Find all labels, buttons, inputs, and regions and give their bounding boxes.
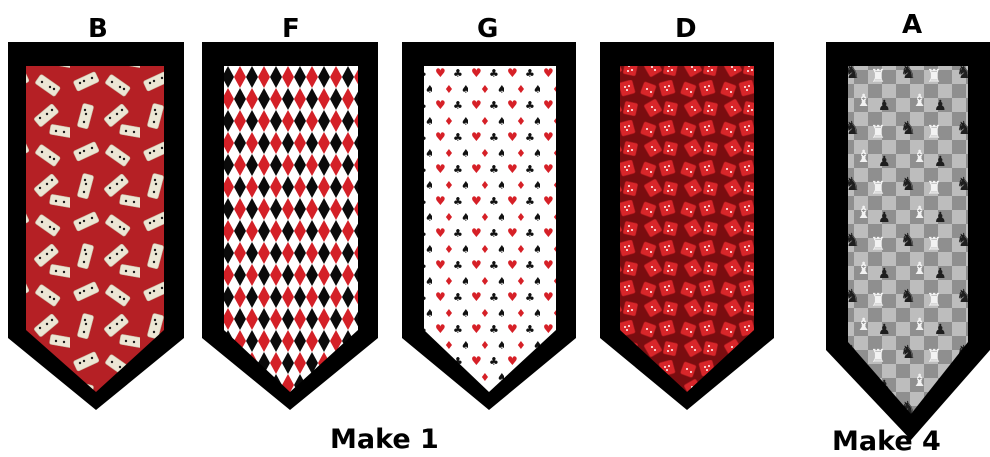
pennant-f-label: F [282,16,300,42]
pennant-f [202,42,378,410]
pennant-a-fabric [848,66,968,414]
make-1-caption: Make 1 [330,426,439,453]
pennant-a-label: A [902,12,922,38]
pennant-d [600,42,774,410]
pennant-d-label: D [675,16,697,42]
pennant-b-fabric [26,66,164,392]
pennant-d-fabric [620,66,754,392]
pennant-g [402,42,576,410]
pennant-g-fabric [424,66,556,392]
pennant-b-label: B [88,16,108,42]
make-4-caption: Make 4 [832,428,941,455]
pennant-a [826,42,990,440]
pennant-b [8,42,184,410]
pennant-g-label: G [477,16,498,42]
pennant-f-fabric [224,66,358,392]
